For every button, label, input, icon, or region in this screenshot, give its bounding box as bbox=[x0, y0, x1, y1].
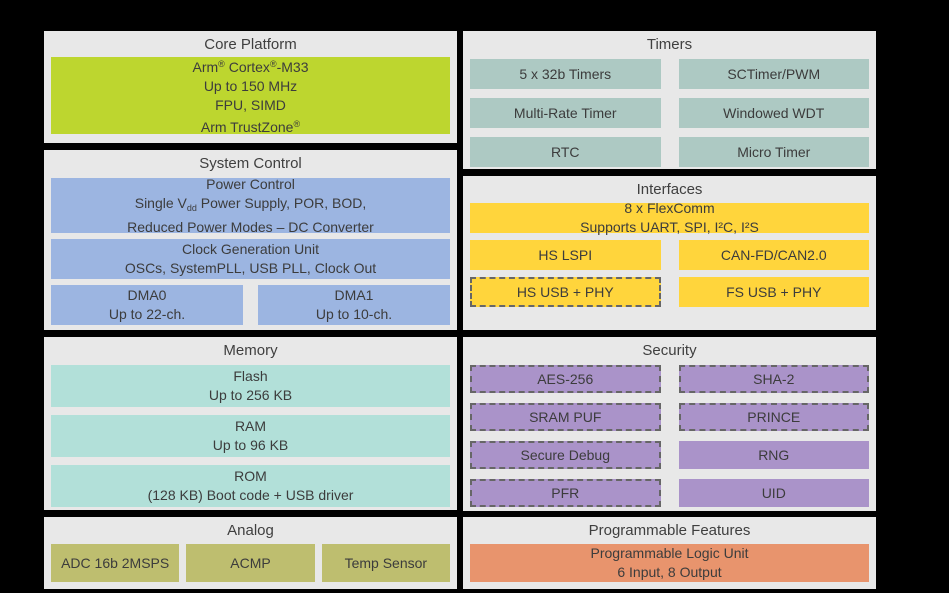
clock-gen-label: Clock Generation Unit bbox=[182, 241, 319, 257]
chip-name-line: Arm® Cortex®-M33 bbox=[193, 55, 309, 77]
section-title-programmable-features: Programmable Features bbox=[588, 522, 751, 539]
block-flash: Flash Up to 256 KB bbox=[51, 365, 450, 407]
section-title-security: Security bbox=[642, 342, 697, 359]
section-timers: Timers 5 x 32b Timers SCTimer/PWM Multi-… bbox=[463, 31, 876, 169]
block-dma1: DMA1 Up to 10-ch. bbox=[258, 285, 450, 325]
section-system-control: System Control Power Control Single Vdd … bbox=[44, 150, 457, 330]
block-adc: ADC 16b 2MSPS bbox=[51, 544, 180, 582]
analog-row: ADC 16b 2MSPS ACMP Temp Sensor bbox=[51, 544, 450, 582]
section-title-system-control: System Control bbox=[199, 155, 302, 172]
section-title-analog: Analog bbox=[227, 522, 274, 539]
chip-name-pre: Arm bbox=[192, 58, 219, 75]
block-hs-usb-phy: HS USB + PHY bbox=[470, 277, 661, 307]
block-arm-cortex-m33: Arm® Cortex®-M33 Up to 150 MHz FPU, SIMD… bbox=[51, 55, 450, 137]
block-acmp: ACMP bbox=[186, 544, 315, 582]
dma0-label: DMA0 bbox=[127, 287, 167, 303]
block-32b-timers: 5 x 32b Timers bbox=[470, 59, 661, 89]
flexcomm-protocols: Supports UART, SPI, I²C, I²S bbox=[580, 219, 759, 235]
rom-label: ROM bbox=[234, 468, 267, 484]
block-secure-debug: Secure Debug bbox=[470, 441, 661, 469]
block-sram-puf: SRAM PUF bbox=[470, 403, 661, 431]
section-title-timers: Timers bbox=[646, 36, 693, 53]
timers-grid: 5 x 32b Timers SCTimer/PWM Multi-Rate Ti… bbox=[470, 59, 869, 167]
section-analog: Analog ADC 16b 2MSPS ACMP Temp Sensor bbox=[44, 517, 457, 589]
block-multi-rate-timer: Multi-Rate Timer bbox=[470, 98, 661, 128]
memory-stack: Flash Up to 256 KB RAM Up to 96 KB ROM (… bbox=[51, 365, 450, 507]
block-windowed-wdt: Windowed WDT bbox=[678, 98, 869, 128]
chip-speed-line: Up to 150 MHz bbox=[203, 77, 298, 94]
block-flexcomm: 8 x FlexComm Supports UART, SPI, I²C, I²… bbox=[470, 200, 869, 235]
block-rom: ROM (128 KB) Boot code + USB driver bbox=[51, 465, 450, 507]
block-temp-sensor: Temp Sensor bbox=[321, 544, 450, 582]
interfaces-grid: HS LSPI CAN-FD/CAN2.0 HS USB + PHY FS US… bbox=[470, 240, 869, 307]
block-hs-lspi: HS LSPI bbox=[470, 240, 661, 270]
clock-gen-detail: OSCs, SystemPLL, USB PLL, Clock Out bbox=[124, 260, 377, 276]
chip-name-post: -M33 bbox=[276, 58, 309, 75]
chip-name-mid: Cortex bbox=[224, 58, 270, 75]
block-rtc: RTC bbox=[470, 137, 661, 167]
dma-row: DMA0 Up to 22-ch. DMA1 Up to 10-ch. bbox=[51, 285, 450, 325]
block-uid: UID bbox=[678, 479, 869, 507]
plu-label: Programmable Logic Unit bbox=[590, 545, 749, 561]
section-title-interfaces: Interfaces bbox=[636, 181, 703, 198]
dma1-channels: Up to 10-ch. bbox=[315, 306, 393, 322]
block-pfr: PFR bbox=[470, 479, 661, 507]
chip-trustzone-line: Arm TrustZone® bbox=[201, 115, 300, 137]
flash-label: Flash bbox=[233, 368, 268, 384]
block-fs-usb-phy: FS USB + PHY bbox=[678, 277, 869, 307]
power-line-post: Power Supply, POR, BOD, bbox=[196, 194, 367, 211]
section-programmable-features: Programmable Features Programmable Logic… bbox=[463, 517, 876, 589]
block-rng: RNG bbox=[678, 441, 869, 469]
block-ram: RAM Up to 96 KB bbox=[51, 415, 450, 457]
rom-detail: (128 KB) Boot code + USB driver bbox=[147, 487, 354, 503]
power-line-pre: Single V bbox=[134, 194, 187, 211]
power-supply-line: Single Vdd Power Supply, POR, BOD, bbox=[135, 194, 367, 218]
block-clock-generation-unit: Clock Generation Unit OSCs, SystemPLL, U… bbox=[51, 239, 450, 279]
section-core-platform: Core Platform Arm® Cortex®-M33 Up to 150… bbox=[44, 31, 457, 143]
trustzone-text: Arm TrustZone bbox=[200, 118, 294, 135]
block-micro-timer: Micro Timer bbox=[678, 137, 869, 167]
flash-size: Up to 256 KB bbox=[208, 387, 293, 403]
section-security: Security AES-256 SHA-2 SRAM PUF PRINCE S… bbox=[463, 337, 876, 511]
block-prince: PRINCE bbox=[678, 403, 869, 431]
block-power-control: Power Control Single Vdd Power Supply, P… bbox=[51, 175, 450, 235]
power-modes-line: Reduced Power Modes – DC Converter bbox=[127, 218, 374, 235]
section-title-memory: Memory bbox=[223, 342, 278, 359]
flexcomm-label: 8 x FlexComm bbox=[624, 200, 715, 216]
block-dma0: DMA0 Up to 22-ch. bbox=[51, 285, 243, 325]
registered-mark: ® bbox=[218, 58, 225, 69]
block-sctimer-pwm: SCTimer/PWM bbox=[678, 59, 869, 89]
section-interfaces: Interfaces 8 x FlexComm Supports UART, S… bbox=[463, 176, 876, 330]
ram-size: Up to 96 KB bbox=[212, 437, 289, 453]
dma1-label: DMA1 bbox=[334, 287, 374, 303]
security-grid: AES-256 SHA-2 SRAM PUF PRINCE Secure Deb… bbox=[470, 365, 869, 507]
block-sha-2: SHA-2 bbox=[678, 365, 869, 393]
block-can-fd: CAN-FD/CAN2.0 bbox=[678, 240, 869, 270]
block-aes-256: AES-256 bbox=[470, 365, 661, 393]
dma0-channels: Up to 22-ch. bbox=[108, 306, 186, 322]
registered-mark: ® bbox=[293, 118, 301, 129]
section-title-core-platform: Core Platform bbox=[204, 36, 297, 53]
vdd-subscript: dd bbox=[186, 202, 197, 213]
registered-mark: ® bbox=[269, 58, 277, 69]
ram-label: RAM bbox=[234, 418, 267, 434]
plu-io: 6 Input, 8 Output bbox=[617, 564, 722, 580]
chip-fpu-line: FPU, SIMD bbox=[215, 96, 286, 113]
block-programmable-logic-unit: Programmable Logic Unit 6 Input, 8 Outpu… bbox=[470, 544, 869, 582]
section-memory: Memory Flash Up to 256 KB RAM Up to 96 K… bbox=[44, 337, 457, 510]
power-control-label: Power Control bbox=[206, 175, 295, 192]
